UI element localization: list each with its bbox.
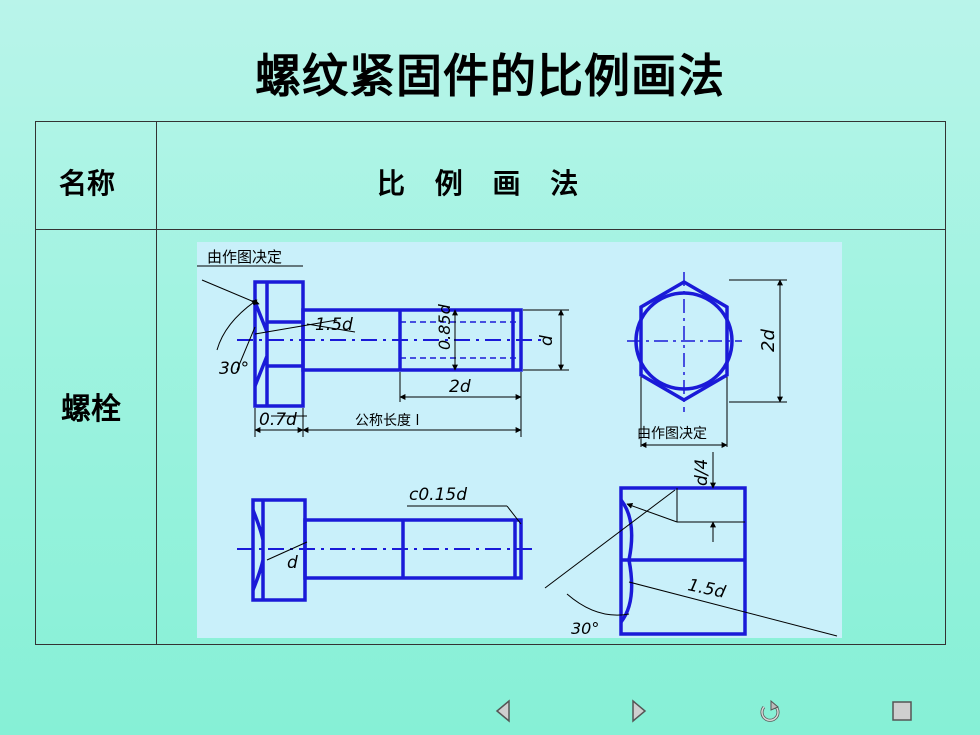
label-1-5d-a: 1.5d xyxy=(315,315,353,335)
label-determine-2: 由作图决定 xyxy=(637,426,707,442)
label-c0-15d: c0.15d xyxy=(409,485,467,505)
label-30-a: 30° xyxy=(219,359,249,379)
table-column-divider xyxy=(156,122,157,644)
return-button[interactable] xyxy=(757,698,783,724)
label-d-a: d xyxy=(537,335,557,346)
prev-arrow-icon xyxy=(495,699,510,723)
bolt-simplified-view xyxy=(251,498,523,602)
label-d-b: d xyxy=(287,553,298,573)
label-2d-a: 2d xyxy=(449,377,471,397)
next-arrow-icon xyxy=(632,699,647,723)
label-d4: d/4 xyxy=(692,459,712,486)
return-icon xyxy=(760,699,780,722)
prev-button[interactable] xyxy=(491,698,517,724)
next-button[interactable] xyxy=(625,698,651,724)
stop-icon xyxy=(892,701,912,721)
row-name-bolt: 螺栓 xyxy=(61,392,121,427)
label-0-85d: 0.85d xyxy=(435,303,454,350)
ratio-table: 名称 比 例 画 法 螺栓 xyxy=(35,121,946,645)
header-method: 比 例 画 法 xyxy=(377,167,589,200)
label-2d-b: 2d xyxy=(758,329,779,352)
table-row-divider xyxy=(36,229,945,230)
bolt-drawing: 由作图决定 1.5d 30° 0.85d d 2d 0.7d 公称长度 l 2d… xyxy=(197,242,842,638)
header-name: 名称 xyxy=(59,167,116,200)
stop-button[interactable] xyxy=(889,698,915,724)
slide-title: 螺纹紧固件的比例画法 xyxy=(255,49,725,103)
label-30-b: 30° xyxy=(571,619,599,638)
bolt-front-view xyxy=(253,280,523,408)
bolt-head-detail xyxy=(619,486,747,636)
label-0-7d: 0.7d xyxy=(259,410,297,430)
label-determine-1: 由作图决定 xyxy=(207,248,282,266)
label-nominal-length: 公称长度 l xyxy=(355,413,419,429)
